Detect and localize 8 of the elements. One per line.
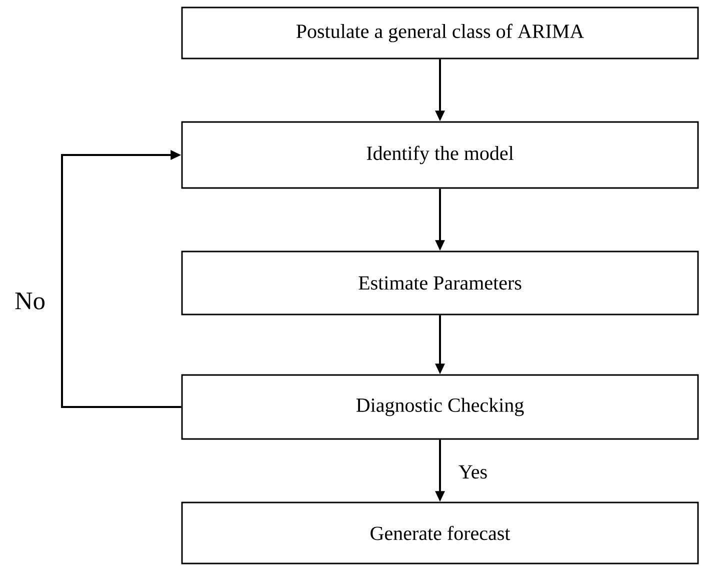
edge-label: Yes	[457, 464, 489, 480]
process-box: Estimate Parameters	[181, 250, 699, 316]
process-box: Diagnostic Checking	[181, 374, 699, 440]
edge-label: No	[13, 291, 47, 311]
process-box: Postulate a general class of ARIMA	[181, 6, 699, 60]
process-box: Generate forecast	[181, 502, 699, 564]
process-box: Identify the model	[181, 121, 699, 189]
arrow	[61, 150, 182, 408]
